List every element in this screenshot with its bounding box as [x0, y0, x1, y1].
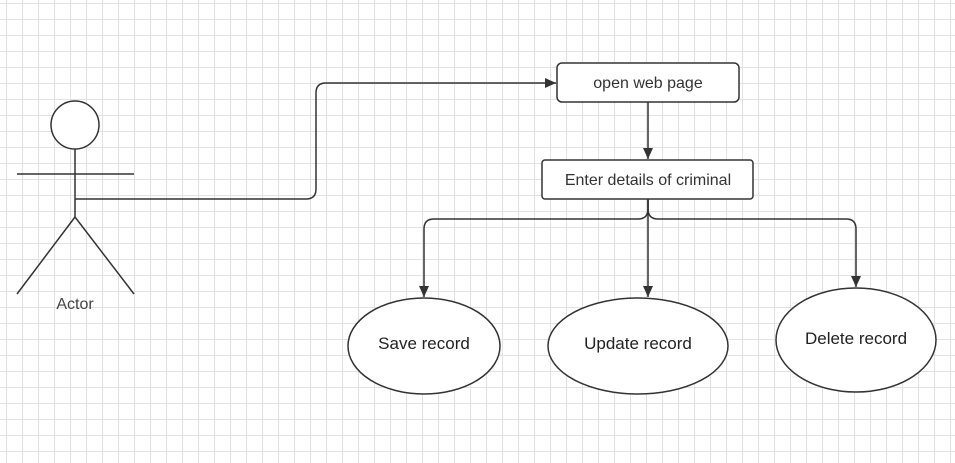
- open-web-page-label: open web page: [593, 75, 703, 92]
- delete-record-label: Delete record: [805, 329, 907, 348]
- save-record-ellipse: [347, 297, 501, 395]
- save-record-label: Save record: [378, 334, 470, 353]
- update-record-label: Update record: [584, 334, 692, 353]
- actor-head: [50, 100, 100, 150]
- enter-details-label: Enter details of criminal: [565, 172, 731, 189]
- update-record-ellipse: [547, 297, 729, 395]
- actor-left-leg: [16, 216, 76, 295]
- open-web-page-node[interactable]: open web page: [556, 62, 740, 103]
- save-record-use-case[interactable]: Save record: [347, 297, 501, 395]
- actor-figure[interactable]: [16, 100, 135, 295]
- actor-label: Actor: [56, 296, 94, 313]
- connector-to-save-record: [419, 199, 649, 297]
- delete-record-use-case[interactable]: Delete record: [775, 287, 937, 393]
- actor-right-leg: [74, 216, 135, 295]
- connector-to-delete-record: [647, 199, 861, 287]
- update-record-use-case[interactable]: Update record: [547, 297, 729, 395]
- connector-actor-to-open-web-page: [75, 78, 556, 200]
- enter-details-node[interactable]: Enter details of criminal: [541, 159, 754, 200]
- delete-record-ellipse: [775, 287, 937, 393]
